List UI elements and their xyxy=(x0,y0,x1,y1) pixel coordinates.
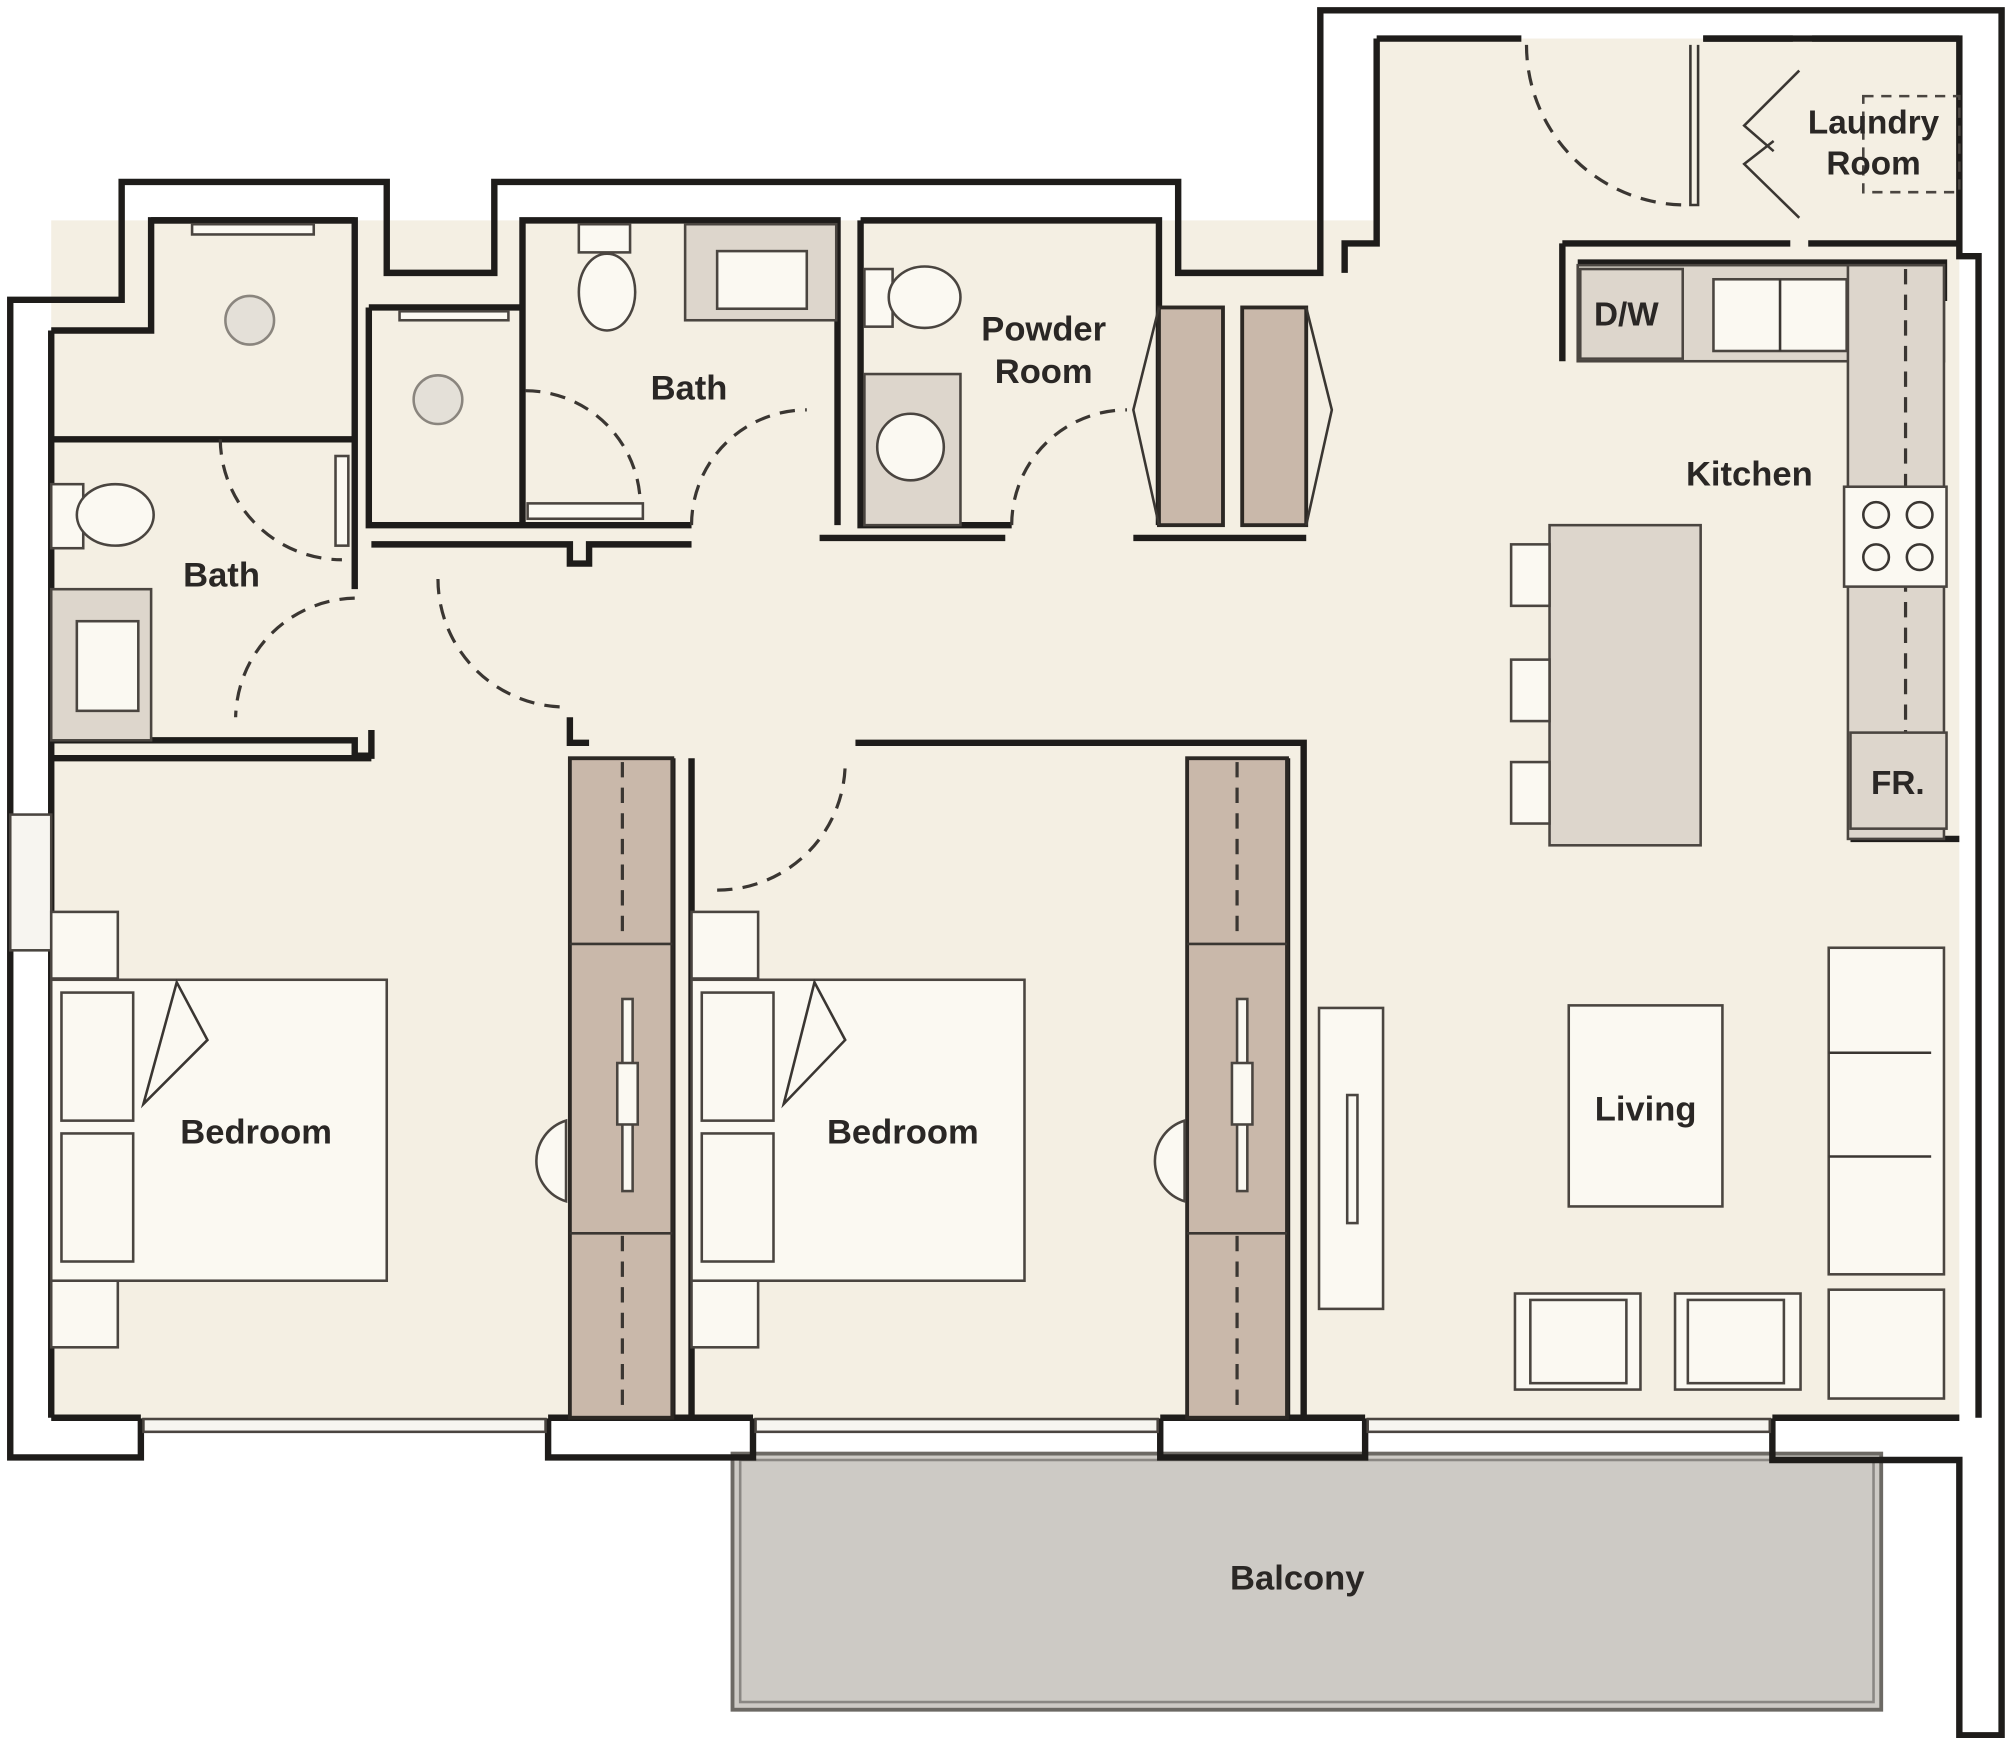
bedroom-1[interactable]: Bedroom xyxy=(49,910,568,1349)
bath-1-fixtures: Bath xyxy=(49,222,350,742)
laundry-room[interactable]: Laundry Room xyxy=(1808,94,1961,194)
room-label-bedroom-2: Bedroom xyxy=(827,1114,979,1152)
sofa-icon xyxy=(1827,946,1946,1276)
living[interactable]: Living xyxy=(1317,946,1946,1400)
nightstand xyxy=(690,910,760,980)
exterior-wall-outer xyxy=(7,7,2005,1738)
nightstand xyxy=(690,1279,760,1349)
room-label-powder-line-2: Room xyxy=(995,353,1093,391)
wardrobe-bedroom-2[interactable] xyxy=(1185,756,1289,1420)
coffee-table xyxy=(1567,1004,1724,1208)
window-left xyxy=(8,813,53,952)
wardrobe-bedroom-1[interactable] xyxy=(567,756,675,1420)
fridge-label: FR. xyxy=(1871,765,1925,802)
fridge[interactable] xyxy=(1849,731,1948,830)
nightstand xyxy=(49,910,120,980)
nightstand xyxy=(49,1279,120,1349)
door-swings[interactable] xyxy=(218,44,1801,892)
room-label-powder-line-1: Powder xyxy=(981,311,1106,349)
room-label-bath-1: Bath xyxy=(183,557,260,595)
kitchen-island xyxy=(1548,523,1702,847)
room-label-laundry-line-2: Room xyxy=(1826,145,1920,182)
chair-icon xyxy=(535,1118,568,1204)
room-label-bedroom-1: Bedroom xyxy=(180,1114,332,1152)
bar-stool xyxy=(1509,543,1551,608)
room-label-kitchen: Kitchen xyxy=(1686,455,1813,493)
sliding-doors xyxy=(142,1417,1772,1434)
room-label-balcony: Balcony xyxy=(1230,1559,1365,1597)
room-label-living: Living xyxy=(1595,1091,1697,1129)
dishwasher-label: D/W xyxy=(1594,296,1659,333)
room-label-bath-2: Bath xyxy=(651,370,728,408)
cooktop-icon[interactable] xyxy=(1842,485,1948,588)
chair-icon xyxy=(1153,1118,1186,1204)
room-label-laundry-line-1: Laundry xyxy=(1808,104,1940,141)
toilet-icon xyxy=(887,265,962,330)
tv-icon xyxy=(1345,1093,1359,1225)
kitchen: D/W FR. Kitchen xyxy=(1509,263,1948,847)
toilet-icon xyxy=(75,482,155,547)
sink-icon xyxy=(875,412,946,482)
shower-head-icon xyxy=(224,294,276,346)
bar-stool xyxy=(1509,760,1551,825)
bath-2-fixtures: Bath xyxy=(398,222,838,521)
shower-head-icon xyxy=(412,374,464,426)
sink-icon xyxy=(75,619,140,713)
dishwasher[interactable] xyxy=(1578,267,1685,360)
bedroom-2[interactable]: Bedroom xyxy=(690,910,1186,1349)
toilet-icon xyxy=(577,252,637,332)
sink-icon xyxy=(715,249,809,311)
hall-closets[interactable] xyxy=(1132,305,1334,528)
ottoman xyxy=(1827,1288,1946,1400)
powder-room-fixtures: Powder Room xyxy=(863,265,1106,527)
bar-stool xyxy=(1509,658,1551,723)
balcony[interactable]: Balcony xyxy=(730,1451,1884,1712)
